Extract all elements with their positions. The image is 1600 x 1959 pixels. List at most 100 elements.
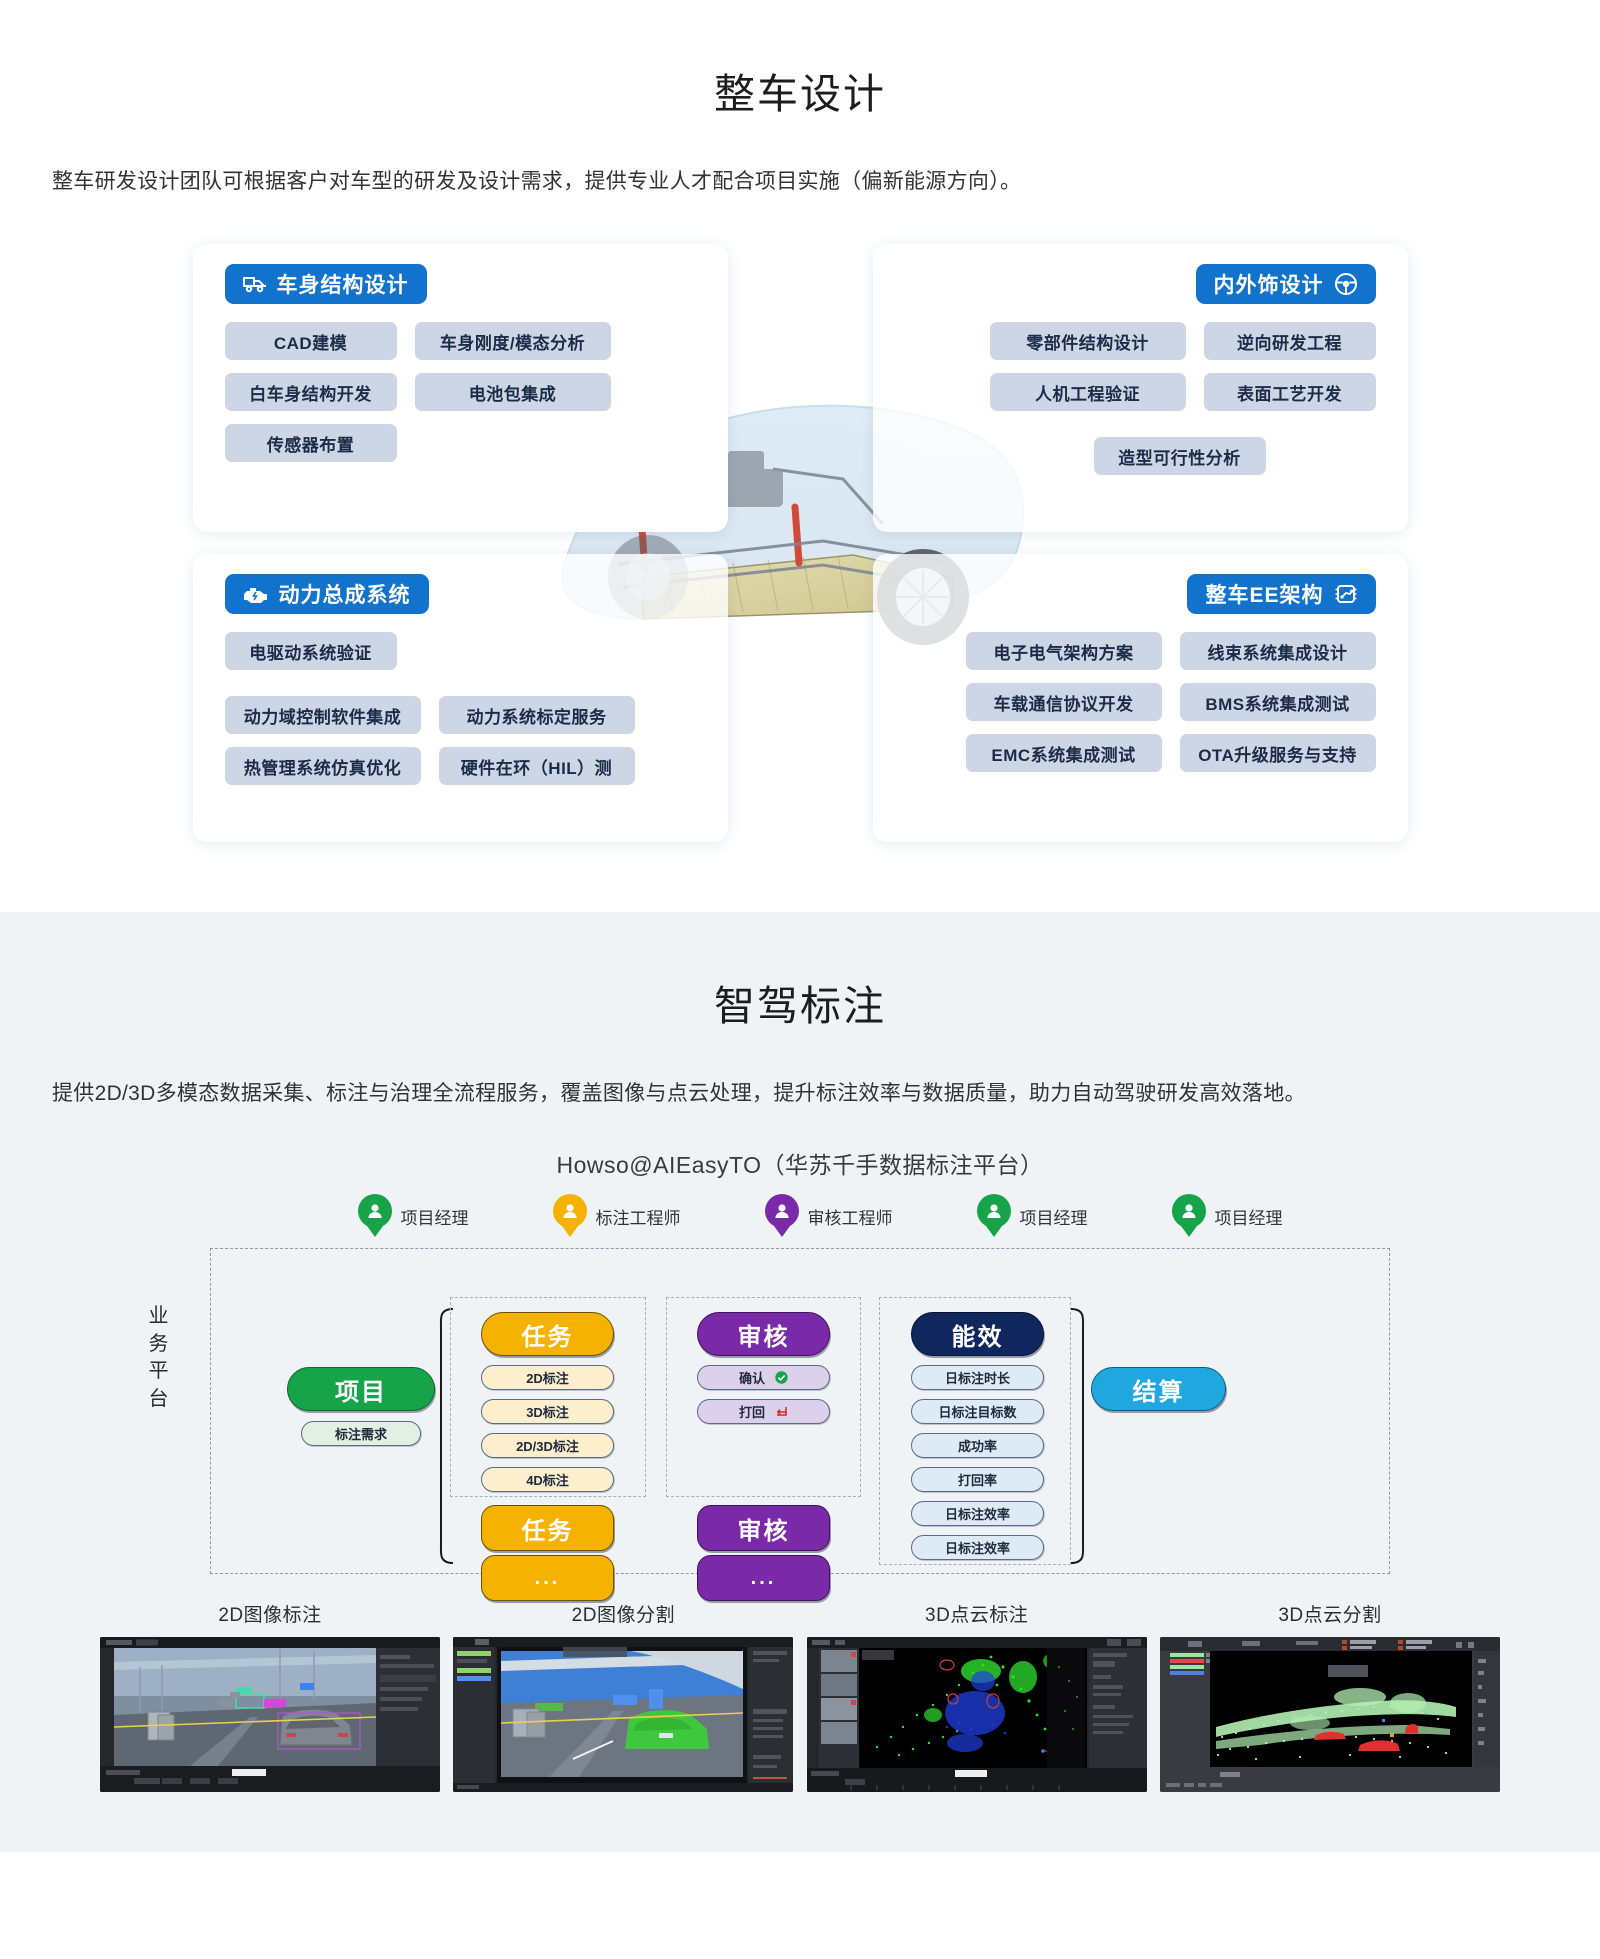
tag-item[interactable]: 动力系统标定服务 <box>438 696 635 735</box>
efficiency-subitem[interactable]: 日标注时长 <box>911 1365 1044 1391</box>
card-header-interior-exterior: 内外饰设计 <box>1195 264 1376 305</box>
task-node-more: ... <box>481 1555 614 1602</box>
task-subitem[interactable]: 4D标注 <box>481 1467 614 1493</box>
steering-wheel-icon <box>1334 273 1357 296</box>
card-tag-list: CAD建模 车身刚度/模态分析 白车身结构开发 电池包集成 传感器布置 <box>224 322 696 463</box>
audit-node: 审核 确认 打回 <box>697 1312 830 1425</box>
tag-item[interactable]: 造型可行性分析 <box>1093 437 1266 476</box>
thumbnail-2d-segmentation-preview <box>453 1637 794 1793</box>
tag-item[interactable]: 表面工艺开发 <box>1203 373 1376 412</box>
thumbnail-3d-pointcloud-annotation[interactable] <box>806 1637 1147 1793</box>
task-node-repeat: 任务 <box>481 1505 614 1552</box>
task-subitem[interactable]: 3D标注 <box>481 1399 614 1425</box>
card-interior-exterior: 内外饰设计 零部件结构设计 逆向研发工程 人机工程验证 表面工艺开发 造型可行性… <box>872 244 1408 533</box>
card-tag-list: 电驱动系统验证 动力域控制软件集成 动力系统标定服务 热管理系统仿真优化 硬件在… <box>224 632 696 786</box>
person-pin-icon <box>1171 1194 1206 1238</box>
audit-pill-more[interactable]: ... <box>697 1555 830 1602</box>
card-header-ee-architecture: 整车EE架构 <box>1187 574 1376 615</box>
vehicle-description: 整车研发设计团队可根据客户对车型的研发及设计需求，提供专业人才配合项目实施（偏新… <box>52 170 1022 193</box>
audit-node-more: ... <box>697 1555 830 1602</box>
tag-item[interactable]: 车载通信协议开发 <box>965 683 1162 722</box>
card-header-powertrain: 动力总成系统 <box>224 574 429 615</box>
tag-item[interactable]: 热管理系统仿真优化 <box>224 747 421 786</box>
tag-item[interactable]: 逆向研发工程 <box>1203 322 1376 361</box>
annotation-title: 智驾标注 <box>714 983 886 1030</box>
audit-subitem-label: 打回 <box>738 1405 765 1421</box>
audit-subitem-confirm[interactable]: 确认 <box>697 1365 830 1391</box>
role-item: 项目经理 <box>976 1194 1088 1238</box>
tag-item[interactable]: 硬件在环（HIL）测 <box>438 747 635 786</box>
task-pill-repeat[interactable]: 任务 <box>481 1505 614 1552</box>
audit-subitem-reject[interactable]: 打回 <box>697 1399 830 1425</box>
tag-item[interactable]: 车身刚度/模态分析 <box>414 322 611 361</box>
thumbnail-label: 2D图像标注 <box>218 1605 322 1627</box>
efficiency-pill[interactable]: 能效 <box>911 1312 1044 1357</box>
tag-item[interactable]: EMC系统集成测试 <box>965 734 1162 773</box>
task-node: 任务 2D标注 3D标注 2D/3D标注 4D标注 <box>481 1312 614 1493</box>
tag-item[interactable]: 零部件结构设计 <box>989 322 1186 361</box>
audit-pill-repeat[interactable]: 审核 <box>697 1505 830 1552</box>
efficiency-subitem[interactable]: 日标注效率 <box>911 1535 1044 1561</box>
card-tag-list: 电子电气架构方案 线束系统集成设计 车载通信协议开发 BMS系统集成测试 EMC… <box>905 632 1376 773</box>
engine-icon <box>243 588 267 604</box>
card-powertrain: 动力总成系统 电驱动系统验证 动力域控制软件集成 动力系统标定服务 热管理系统仿… <box>192 554 728 843</box>
thumbnail-label: 2D图像分割 <box>571 1605 675 1627</box>
check-circle-icon <box>775 1371 788 1384</box>
efficiency-subitem[interactable]: 日标注效率 <box>911 1501 1044 1527</box>
card-title: 内外饰设计 <box>1213 274 1324 298</box>
card-body-structure: 车身结构设计 CAD建模 车身刚度/模态分析 白车身结构开发 电池包集成 传感器… <box>192 244 728 533</box>
person-pin-icon <box>976 1194 1011 1238</box>
task-pill-more[interactable]: ... <box>481 1555 614 1602</box>
role-label: 审核工程师 <box>807 1208 893 1228</box>
tag-item[interactable]: 人机工程验证 <box>989 373 1186 412</box>
business-platform-label: 业务平台 <box>148 1305 170 1410</box>
efficiency-subitem[interactable]: 成功率 <box>911 1433 1044 1459</box>
tag-item[interactable]: 电子电气架构方案 <box>965 632 1162 671</box>
project-pill[interactable]: 项目 <box>287 1367 435 1412</box>
annotation-section: 智驾标注 提供2D/3D多模态数据采集、标注与治理全流程服务，覆盖图像与点云处理… <box>0 912 1600 1853</box>
settlement-node[interactable]: 结算 <box>1091 1367 1226 1412</box>
thumbnail-2d-annotation-preview <box>100 1637 440 1793</box>
tag-item[interactable]: CAD建模 <box>224 322 397 361</box>
task-subitem[interactable]: 2D/3D标注 <box>481 1433 614 1459</box>
efficiency-group-box <box>879 1297 1071 1566</box>
role-label: 标注工程师 <box>595 1208 681 1228</box>
thumbnail-3d-pointcloud-segmentation[interactable] <box>1159 1637 1500 1793</box>
card-title: 动力总成系统 <box>278 584 411 608</box>
thumbnail-2d-image-annotation[interactable] <box>100 1637 440 1793</box>
efficiency-subitem[interactable]: 日标注目标数 <box>911 1399 1044 1425</box>
project-subitem[interactable]: 标注需求 <box>301 1421 421 1447</box>
thumbnail-2d-image-segmentation[interactable] <box>453 1637 794 1793</box>
audit-pill[interactable]: 审核 <box>697 1312 830 1357</box>
tag-item[interactable]: BMS系统集成测试 <box>1179 683 1376 722</box>
role-label: 项目经理 <box>400 1208 469 1228</box>
left-brace-icon <box>439 1308 454 1565</box>
tag-item[interactable]: OTA升级服务与支持 <box>1179 734 1376 773</box>
role-item: 项目经理 <box>1171 1194 1283 1238</box>
right-brace-icon <box>1070 1308 1085 1565</box>
task-subitem[interactable]: 2D标注 <box>481 1365 614 1391</box>
tag-item[interactable]: 动力域控制软件集成 <box>224 696 421 735</box>
page-title: 整车设计 <box>714 71 886 117</box>
tag-item[interactable]: 电驱动系统验证 <box>224 632 397 671</box>
settlement-pill[interactable]: 结算 <box>1091 1367 1226 1412</box>
tag-item[interactable]: 线束系统集成设计 <box>1179 632 1376 671</box>
thumbnail-label: 3D点云标注 <box>925 1605 1029 1627</box>
tag-item[interactable]: 白车身结构开发 <box>224 373 397 412</box>
audit-group-box <box>666 1297 861 1498</box>
tag-item[interactable]: 电池包集成 <box>414 373 611 412</box>
efficiency-subitem[interactable]: 打回率 <box>911 1467 1044 1493</box>
vehicle-cards-grid: 车身结构设计 CAD建模 车身刚度/模态分析 白车身结构开发 电池包集成 传感器… <box>192 244 1408 854</box>
tag-item[interactable]: 传感器布置 <box>224 424 397 463</box>
vehicle-design-section: 整车设计 整车研发设计团队可根据客户对车型的研发及设计需求，提供专业人才配合项目… <box>0 0 1600 913</box>
role-item: 审核工程师 <box>764 1194 893 1238</box>
project-node[interactable]: 项目 标注需求 <box>287 1367 435 1447</box>
platform-title: Howso@AIEasyTO（华苏千手数据标注平台） <box>556 1152 1044 1179</box>
person-pin-icon <box>764 1194 799 1238</box>
role-label: 项目经理 <box>1019 1208 1088 1228</box>
task-group-box <box>450 1297 646 1498</box>
task-pill[interactable]: 任务 <box>481 1312 614 1357</box>
audit-subitem-label: 确认 <box>738 1371 765 1387</box>
efficiency-node: 能效 日标注时长 日标注目标数 成功率 打回率 日标注效率 日标注效率 <box>911 1312 1044 1561</box>
role-label: 项目经理 <box>1214 1208 1283 1228</box>
